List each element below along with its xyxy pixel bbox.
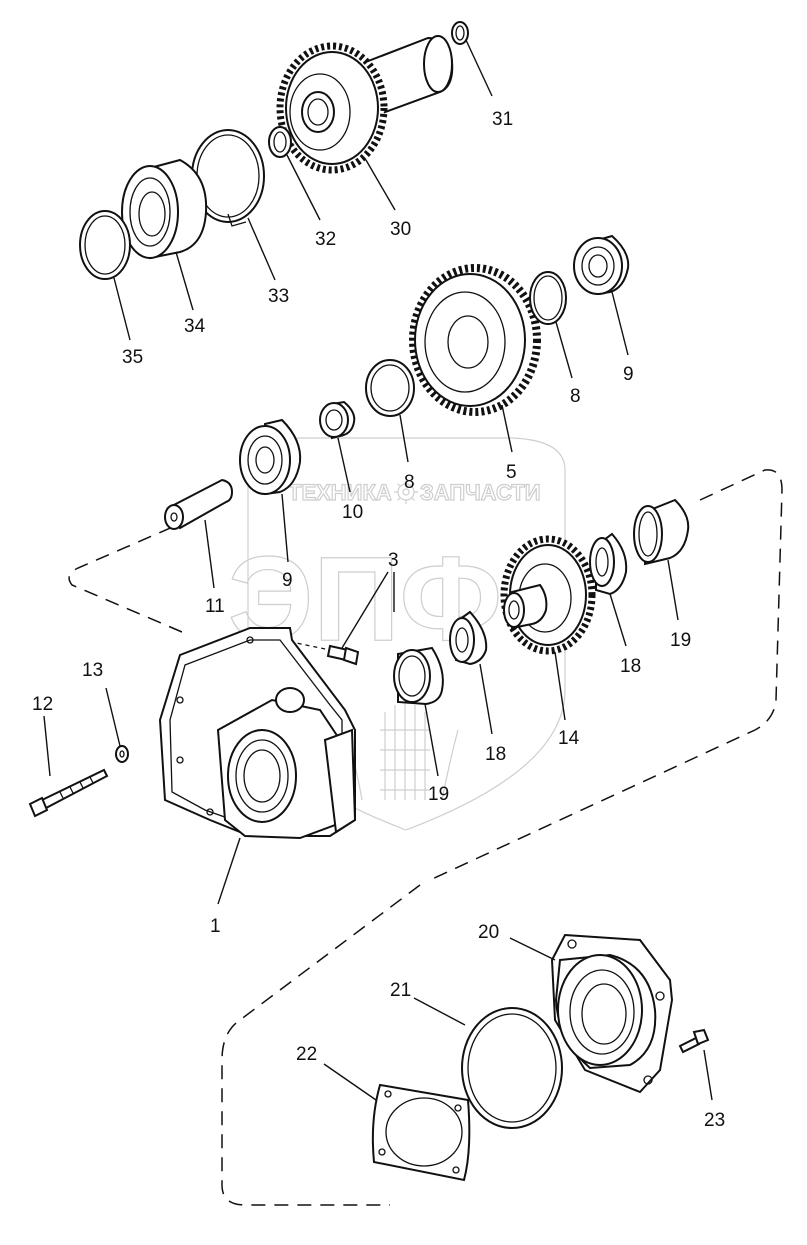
- callout-21: 21: [390, 980, 411, 1001]
- bearing-34: [121, 158, 208, 260]
- callout-3: 3: [388, 550, 399, 571]
- callout-19-upper: 19: [670, 630, 691, 651]
- callout-22: 22: [296, 1044, 317, 1065]
- callout-30: 30: [390, 219, 411, 240]
- bearing-9-upper: [573, 234, 630, 296]
- callout-8-lower: 8: [404, 472, 415, 493]
- snap-ring-8-upper: [529, 271, 567, 325]
- callout-19-lower: 19: [428, 784, 449, 805]
- callout-34: 34: [184, 316, 206, 337]
- callout-23: 23: [704, 1110, 725, 1131]
- ring-32: [268, 126, 292, 158]
- gear-5: [409, 264, 541, 416]
- callout-32: 32: [315, 229, 336, 250]
- washer-13: [115, 745, 129, 763]
- gasket-22: [371, 1083, 471, 1182]
- pin-11: [164, 478, 234, 530]
- callout-18-lower: 18: [485, 744, 506, 765]
- assembly-dashed-line-lower: [221, 884, 421, 1206]
- callout-18-upper: 18: [620, 656, 641, 677]
- callout-14: 14: [558, 728, 580, 749]
- ring-31: [451, 21, 469, 45]
- callout-31: 31: [492, 109, 513, 130]
- callout-9-lower: 9: [282, 570, 293, 591]
- housing-1: [158, 627, 357, 840]
- o-ring-21: [461, 1007, 563, 1129]
- cone-18-lower: [449, 610, 488, 666]
- watermark-text-left: ТЕХНИКА: [288, 480, 392, 505]
- callout-11: 11: [205, 596, 225, 617]
- callout-13: 13: [82, 660, 103, 681]
- callout-35: 35: [122, 347, 143, 368]
- callout-10: 10: [342, 502, 363, 523]
- callout-1: 1: [210, 916, 221, 937]
- assembly-dashed-line-upper: [68, 469, 783, 881]
- cup-19-upper: [633, 498, 690, 566]
- callout-5: 5: [506, 462, 517, 483]
- watermark-text-right: ЗАПЧАСТИ: [420, 480, 541, 505]
- gear-icon: [394, 480, 418, 504]
- gear-14: [500, 535, 596, 655]
- bearing-10: [319, 400, 356, 440]
- callout-12: 12: [32, 694, 53, 715]
- callout-33: 33: [268, 286, 289, 307]
- callout-8-upper: 8: [570, 386, 581, 407]
- callout-9-upper: 9: [623, 364, 634, 385]
- bolt-23: [678, 1028, 710, 1054]
- leader-lines: [43, 39, 713, 1101]
- bolt-3: [326, 644, 360, 666]
- cover-20: [550, 933, 674, 1094]
- snap-ring-8-lower: [365, 359, 415, 417]
- bolt-12: [28, 768, 109, 818]
- callout-20: 20: [478, 922, 499, 943]
- callout-labels: 31 30 32 33 34 35 9 8 5 8 10 9 11 3 19 1…: [32, 109, 725, 1131]
- snap-ring-35: [79, 210, 131, 280]
- cup-19-lower: [393, 646, 444, 706]
- cone-18-upper: [589, 532, 628, 596]
- gear-30: [276, 42, 388, 174]
- bearing-9-lower: [239, 418, 302, 496]
